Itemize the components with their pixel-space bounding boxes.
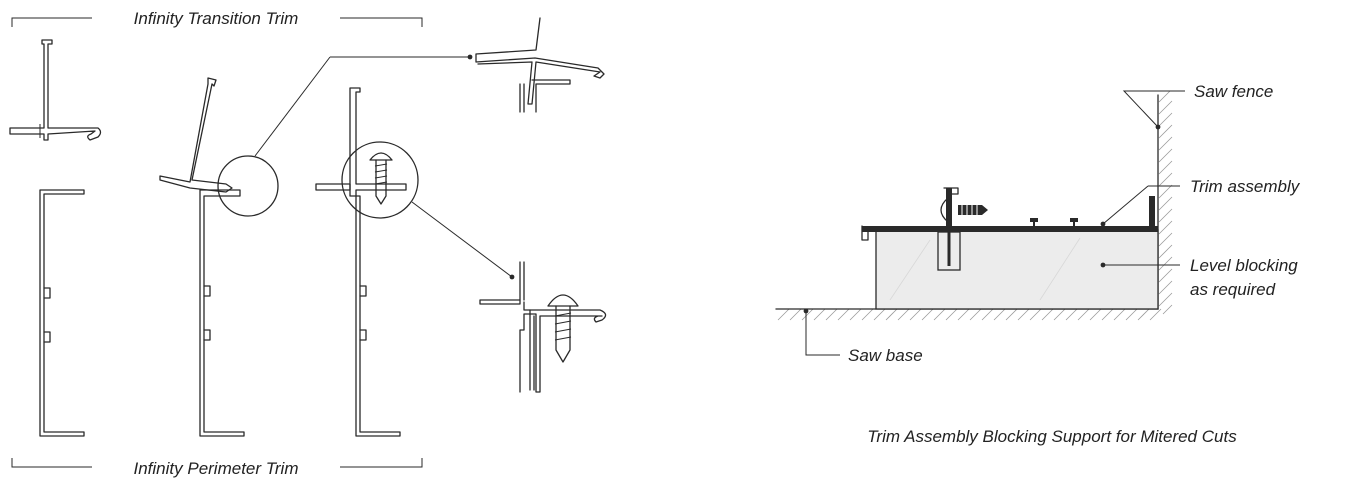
saw-fence-label: Saw fence: [1194, 82, 1273, 101]
diagram-caption: Trim Assembly Blocking Support for Miter…: [867, 427, 1237, 446]
saw-base-leader: [805, 311, 840, 356]
trim-assembly-label: Trim assembly: [1190, 177, 1301, 196]
saw-base-label: Saw base: [848, 346, 923, 365]
perimeter-trim-bracket: Infinity Perimeter Trim: [11, 458, 423, 478]
trim-assembly-screwed: [315, 87, 515, 437]
perimeter-trim-profile: [39, 189, 85, 437]
level-blocking-label: Level blocking: [1190, 256, 1298, 275]
blocking-support-diagram: Saw fence Trim assembly Level blocking a…: [775, 82, 1301, 446]
detail-circle-screwed: [341, 141, 419, 219]
detail-circle-angled: [217, 155, 279, 217]
perimeter-trim-label: Infinity Perimeter Trim: [134, 459, 299, 478]
saw-fence-leader: [1122, 90, 1185, 128]
detail-screw-joint: [479, 261, 607, 393]
transition-trim-profile: [9, 39, 102, 141]
detail-angled-joint: [475, 17, 605, 113]
saw-fence-hatch: [1158, 90, 1173, 315]
transition-trim-label: Infinity Transition Trim: [134, 9, 299, 28]
level-blocking: [875, 229, 1159, 310]
trim-assembly: [862, 226, 1158, 232]
saw-base-hatch: [777, 308, 1162, 321]
trim-assembly-angled: [159, 54, 473, 437]
level-blocking-label-line2: as required: [1190, 280, 1276, 299]
transition-trim-bracket: Infinity Transition Trim: [11, 9, 423, 28]
trim-assembly-leader: [1102, 185, 1149, 225]
